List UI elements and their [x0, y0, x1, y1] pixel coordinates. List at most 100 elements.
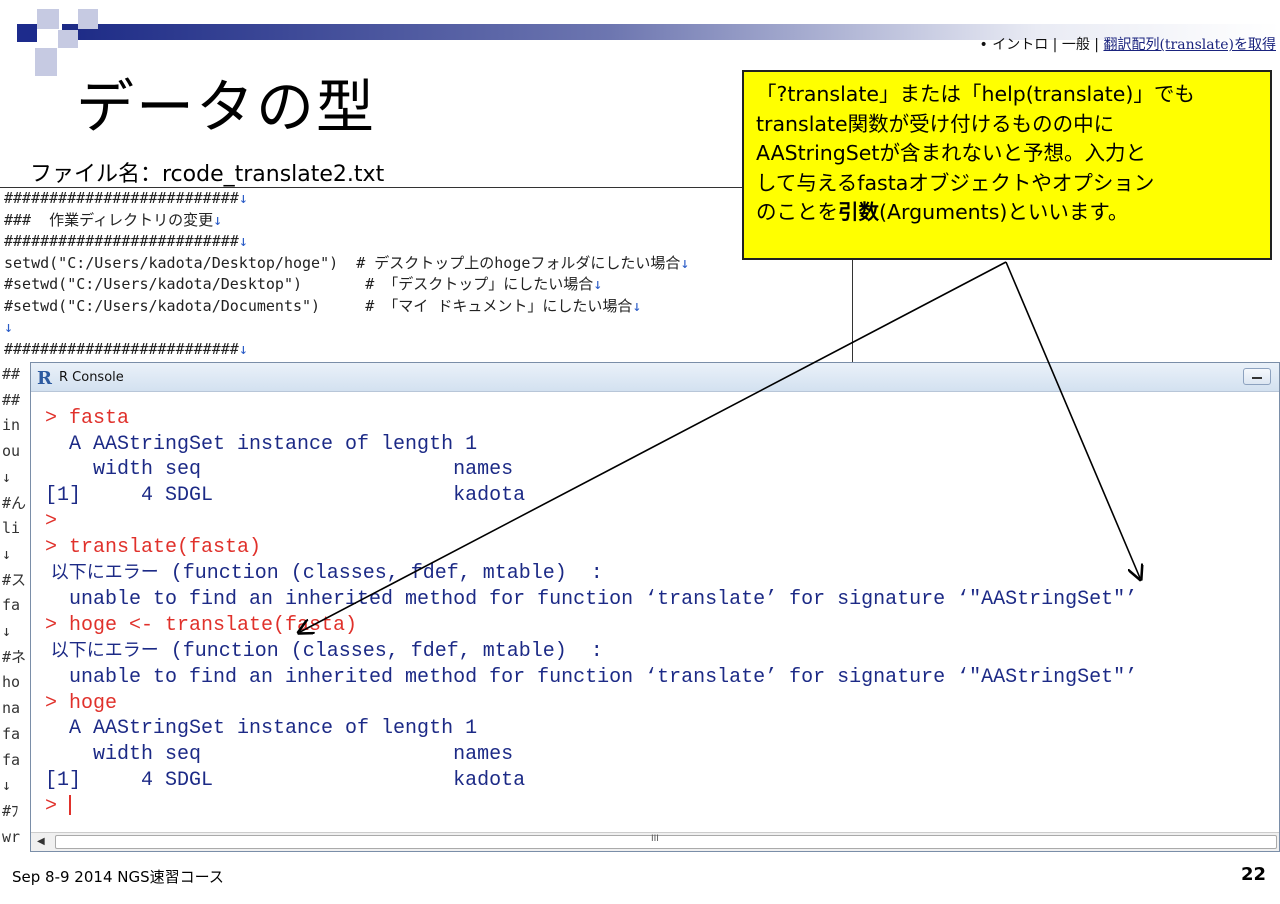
scrollbar-thumb[interactable]	[55, 835, 1277, 849]
console-text: (function (classes, fdef, mtable) :	[158, 562, 603, 586]
r-console-title: R Console	[59, 369, 124, 385]
gutter-line: fa	[2, 596, 21, 615]
gutter-line: li	[2, 519, 21, 538]
breadcrumb-bullet: •	[979, 37, 988, 53]
code-line: ↓	[0, 317, 852, 339]
console-prompt: >	[31, 794, 1279, 820]
console-text: > hoge	[45, 691, 118, 715]
console-input-line: > fasta	[31, 406, 1279, 432]
return-mark-icon: ↓	[238, 189, 248, 207]
gutter-line: #ス	[2, 570, 27, 589]
gutter-line: ↓	[2, 776, 12, 795]
footer-course: Sep 8-9 2014 NGS速習コース	[12, 868, 224, 886]
console-output-line: A AAStringSet instance of length 1	[31, 716, 1279, 742]
return-mark-icon: ↓	[593, 275, 603, 293]
minimize-button[interactable]	[1243, 368, 1271, 385]
filename-label: ファイル名：rcode_translate2.txt	[30, 162, 385, 187]
gutter-line: in	[2, 416, 21, 435]
gutter-line: na	[2, 699, 21, 718]
page-number: 22	[1240, 864, 1266, 885]
gutter-line: #ん	[2, 493, 27, 512]
console-text: A AAStringSet instance of length 1	[45, 717, 478, 741]
console-input-line: > translate(fasta)	[31, 535, 1279, 561]
console-input-line: >	[31, 509, 1279, 535]
header-square-decoration	[78, 9, 98, 29]
horizontal-scrollbar[interactable]: ◀ III	[31, 832, 1279, 851]
code-text: ##########################	[4, 189, 239, 207]
r-console-titlebar[interactable]: R R Console	[31, 363, 1279, 392]
text-cursor	[69, 795, 72, 816]
return-mark-icon: ↓	[4, 318, 14, 336]
console-output-line: unable to find an inherited method for f…	[31, 665, 1279, 691]
breadcrumb-separator: |	[1094, 37, 1100, 53]
console-text: [1] 4 SDGL kadota	[45, 484, 526, 508]
console-output-line: unable to find an inherited method for f…	[31, 587, 1279, 613]
console-text: >	[45, 509, 70, 533]
callout-line: のことを引数(Arguments)といいます。	[756, 198, 1258, 228]
console-input-line: > hoge <- translate(fasta)	[31, 613, 1279, 639]
callout-line: 「?translate」または「help(translate)」でも	[756, 82, 1195, 106]
console-text: width seq names	[45, 743, 514, 767]
console-text: >	[45, 794, 70, 818]
code-text: ### 作業ディレクトリの変更	[4, 210, 214, 229]
callout-line: AAStringSetが含まれないと予想。入力と	[756, 141, 1146, 165]
code-line: ##########################↓	[0, 339, 852, 361]
gutter-line: ho	[2, 673, 21, 692]
page-title: データの型	[76, 73, 377, 141]
console-text: width seq names	[45, 458, 514, 482]
console-output-line: [1] 4 SDGL kadota	[31, 483, 1279, 509]
code-text: #setwd("C:/Users/kadota/Documents") # 「マ…	[4, 296, 633, 315]
error-label: 以下にエラー	[45, 562, 159, 584]
code-line: ##########################↓	[0, 188, 852, 210]
gutter-line: #ネ	[2, 647, 27, 666]
callout-line: translate関数が受け付けるものの中に	[756, 111, 1115, 136]
callout-bold-text: 引数	[838, 200, 879, 224]
gutter-line: ↓	[2, 544, 12, 563]
code-line: #setwd("C:/Users/kadota/Documents") # 「マ…	[0, 296, 852, 318]
console-output-line: 以下にエラー (function (classes, fdef, mtable)…	[31, 560, 1279, 587]
gutter-line: fa	[2, 724, 21, 743]
breadcrumb-link-translate[interactable]: 翻訳配列(translate)を取得	[1103, 37, 1276, 53]
console-text: (function (classes, fdef, mtable) :	[158, 640, 603, 664]
console-text: [1] 4 SDGL kadota	[45, 768, 526, 792]
gutter-line: #ﾌ	[2, 801, 19, 820]
console-output-line: width seq names	[31, 457, 1279, 483]
header-square-decoration	[58, 30, 78, 48]
gutter-line: wr	[2, 827, 21, 842]
callout-line: して与えるfastaオブジェクトやオプション	[756, 170, 1155, 195]
callout-note: 「?translate」または「help(translate)」でも trans…	[742, 70, 1272, 260]
console-input-line: > hoge	[31, 691, 1279, 717]
callout-text: のことを	[756, 200, 838, 224]
code-text: ##########################	[4, 339, 239, 358]
console-text: > translate(fasta)	[45, 535, 262, 559]
return-mark-icon: ↓	[238, 339, 248, 358]
code-line: setwd("C:/Users/kadota/Desktop/hoge") # …	[0, 253, 852, 275]
r-logo-icon: R	[37, 368, 52, 389]
code-line: #setwd("C:/Users/kadota/Desktop") # 「デスク…	[0, 274, 852, 296]
return-mark-icon: ↓	[238, 232, 248, 250]
scroll-left-icon[interactable]: ◀	[37, 836, 45, 847]
header-square-decoration	[17, 24, 37, 42]
r-console-window[interactable]: R R Console > fasta A AAStringSet instan…	[30, 362, 1280, 852]
console-text: A AAStringSet instance of length 1	[45, 432, 478, 456]
r-console-output[interactable]: > fasta A AAStringSet instance of length…	[31, 392, 1279, 831]
error-label: 以下にエラー	[45, 640, 159, 662]
console-text: > hoge <- translate(fasta)	[45, 613, 358, 637]
return-mark-icon: ↓	[213, 210, 223, 229]
breadcrumb: • イントロ | 一般 | 翻訳配列(translate)を取得	[980, 34, 1277, 54]
header-square-decoration	[37, 9, 59, 29]
gutter-line: ↓	[2, 622, 12, 641]
gutter-line: ou	[2, 442, 21, 461]
console-output-line: [1] 4 SDGL kadota	[31, 768, 1279, 794]
breadcrumb-general: 一般	[1061, 37, 1090, 53]
code-text: ##########################	[4, 232, 239, 250]
scrollbar-grip: III	[651, 834, 659, 844]
breadcrumb-intro: イントロ	[992, 37, 1049, 53]
return-mark-icon: ↓	[680, 253, 690, 272]
gutter-line: ↓	[2, 467, 12, 486]
breadcrumb-separator: |	[1052, 37, 1058, 53]
code-line: ### 作業ディレクトリの変更↓	[0, 210, 852, 232]
console-text: unable to find an inherited method for f…	[45, 666, 1138, 690]
console-text: > fasta	[45, 407, 130, 430]
